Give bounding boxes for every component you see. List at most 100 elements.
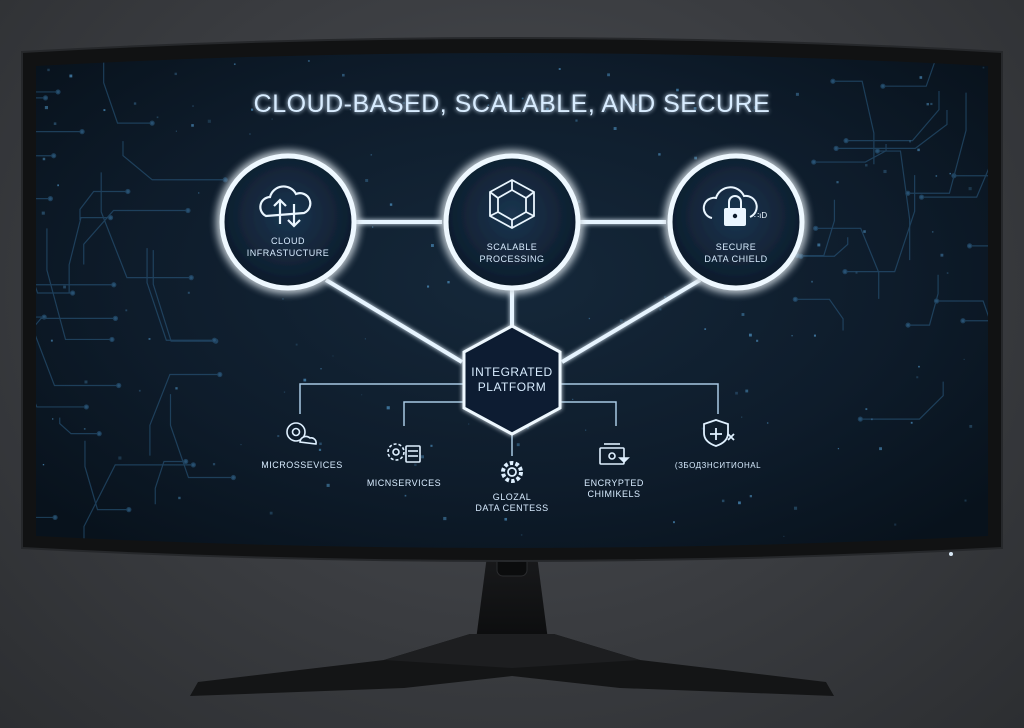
particle-dot <box>332 355 334 357</box>
particle-dot <box>443 516 447 521</box>
connector-lines <box>324 220 702 364</box>
particle-dot <box>704 328 707 330</box>
particle-dot <box>585 429 587 431</box>
module-microservices-2: MICNSERVICES <box>367 443 441 488</box>
particle-dot <box>69 74 73 78</box>
particle-dot <box>883 169 887 174</box>
pillar-label-line1: SCALABLE <box>487 242 538 252</box>
particle-dot <box>295 343 298 346</box>
hexagon-network-icon <box>489 178 535 230</box>
particle-dot <box>935 175 938 177</box>
pillar-label-line2: PROCESSING <box>479 254 544 264</box>
circuit-node <box>52 514 58 521</box>
circuit-trace <box>908 274 939 326</box>
particle-dot <box>526 426 529 429</box>
circuit-node <box>126 507 132 513</box>
circuit-node <box>188 275 194 281</box>
particle-dot <box>269 511 273 515</box>
particle-dot <box>865 408 868 411</box>
particle-dot <box>919 76 923 79</box>
circuit-trace <box>860 381 944 420</box>
pillar-cloud-infrastructure: CLOUD INFRASTUCTURE <box>219 153 357 291</box>
shield-icon <box>703 419 735 447</box>
particle-dot <box>63 285 66 289</box>
particle-dot <box>138 389 141 392</box>
circuit-node <box>843 138 849 144</box>
pillar-scalable-processing: SCALABLE PROCESSING <box>443 153 581 291</box>
particle-dot <box>588 317 591 320</box>
particle-dot <box>964 499 967 502</box>
circuit-trace <box>149 373 220 456</box>
circuit-node <box>833 145 839 151</box>
particle-dot <box>53 122 57 125</box>
particle-dot <box>41 211 45 215</box>
particle-dot <box>430 444 433 447</box>
module-microservices-1: MICROSSEVICES <box>261 422 342 470</box>
particle-dot <box>233 63 236 66</box>
module-label: MICNSERVICES <box>367 478 441 488</box>
circuit-node <box>811 159 817 165</box>
circuit-trace <box>36 330 87 408</box>
particle-dot <box>575 119 578 122</box>
particle-dot <box>836 181 839 184</box>
circuit-node <box>55 89 61 95</box>
circuit-trace <box>907 92 967 194</box>
particle-dot <box>487 104 490 107</box>
circuit-node <box>83 404 89 410</box>
branch-lines <box>299 383 719 456</box>
particle-dot <box>50 339 53 342</box>
module-label-line1: ENCRYPTED <box>584 478 644 488</box>
particle-dot <box>365 179 369 182</box>
particle-dot <box>793 506 798 510</box>
particle-dot <box>701 427 704 430</box>
particle-dot <box>57 184 60 187</box>
circuit-node <box>42 95 49 101</box>
particle-dot <box>521 97 524 100</box>
particle-dot <box>282 298 284 300</box>
particle-dot <box>198 192 200 194</box>
circuit-node <box>125 188 131 195</box>
particle-dot <box>748 333 752 337</box>
particle-dot <box>420 455 425 459</box>
particle-dot <box>178 496 181 500</box>
hub-label-line1: INTEGRATED <box>471 365 552 379</box>
particle-dot <box>250 108 254 111</box>
circuit-node <box>96 431 102 437</box>
particle-dot <box>42 157 46 161</box>
circuit-trace <box>46 228 112 341</box>
particle-dot <box>283 391 286 393</box>
particle-dot <box>427 285 430 288</box>
circuit-node <box>830 78 836 84</box>
circuit-trace <box>146 248 215 341</box>
circuit-node <box>905 322 911 328</box>
particle-dot <box>963 358 965 360</box>
circuit-node <box>842 269 848 275</box>
lock-device-icon <box>599 443 630 465</box>
particle-dot <box>795 92 799 96</box>
particle-dot <box>982 66 985 69</box>
particle-dot <box>468 423 470 425</box>
particle-dot <box>676 88 679 92</box>
particle-dot <box>504 517 508 521</box>
particle-dot <box>694 156 697 160</box>
particle-dot <box>52 418 54 420</box>
particle-dot <box>756 339 759 342</box>
particle-dot <box>386 406 390 410</box>
power-led <box>949 552 953 556</box>
particle-dot <box>118 456 122 460</box>
circuit-trace <box>877 150 911 261</box>
cloud-upload-download-icon <box>259 185 312 228</box>
particle-dot <box>813 334 816 337</box>
circuit-trace <box>152 250 216 342</box>
circuit-trace <box>36 317 116 375</box>
particle-dot <box>968 187 972 191</box>
particle-dot <box>931 231 934 233</box>
cloud-lock-icon: ∷ıD <box>702 186 767 226</box>
particle-dot <box>753 105 757 110</box>
particle-dot <box>635 103 637 106</box>
circuit-trace <box>836 110 948 149</box>
particle-dot <box>372 226 374 228</box>
circuit-background <box>36 53 988 548</box>
circuit-node <box>79 129 85 135</box>
